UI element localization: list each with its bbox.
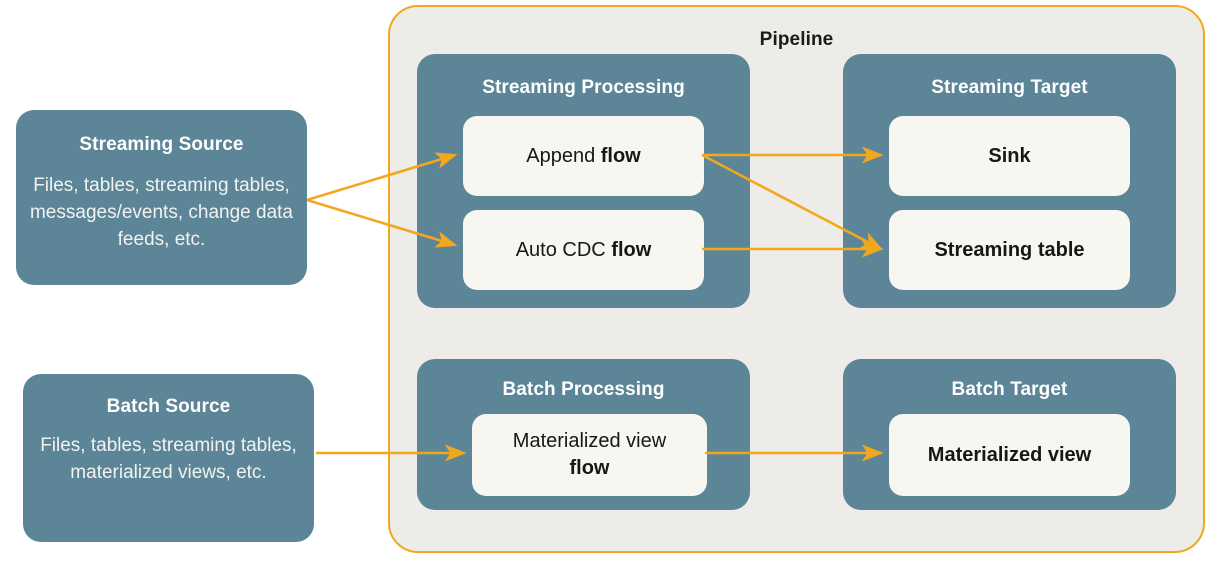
card-streaming-table[interactable]: Streaming table — [889, 210, 1130, 290]
streaming-target-panel: Streaming Target Sink Streaming table — [843, 54, 1176, 308]
card-materialized-view-target[interactable]: Materialized view — [889, 414, 1130, 496]
batch-source-box: Batch Source Files, tables, streaming ta… — [23, 374, 314, 542]
batch-target-panel: Batch Target Materialized view — [843, 359, 1176, 510]
streaming-source-box: Streaming Source Files, tables, streamin… — [16, 110, 307, 285]
streaming-target-title: Streaming Target — [931, 77, 1088, 98]
card-auto-cdc-flow[interactable]: Auto CDC flow — [463, 210, 704, 290]
pipeline-container: Pipeline Streaming Processing Append flo… — [388, 5, 1205, 553]
card-streaming-table-label: Streaming table — [934, 238, 1085, 261]
streaming-processing-title: Streaming Processing — [482, 77, 685, 98]
streaming-source-body: Files, tables, streaming tables, message… — [29, 175, 293, 250]
streaming-source-title: Streaming Source — [79, 134, 244, 155]
card-append-flow[interactable]: Append flow — [463, 116, 704, 196]
streaming-processing-panel: Streaming Processing Append flow Auto CD… — [417, 54, 750, 308]
card-materialized-view-target-label: Materialized view — [927, 443, 1092, 466]
batch-source-title: Batch Source — [106, 396, 231, 417]
card-append-flow-label: Append flow — [526, 144, 641, 167]
batch-source-body: Files, tables, streaming tables, materia… — [40, 435, 297, 483]
card-sink[interactable]: Sink — [889, 116, 1130, 196]
card-auto-cdc-flow-label: Auto CDC flow — [515, 238, 652, 261]
card-sink-label: Sink — [988, 144, 1031, 167]
batch-processing-title: Batch Processing — [502, 379, 665, 400]
pipeline-title: Pipeline — [759, 29, 834, 50]
batch-target-title: Batch Target — [951, 379, 1068, 400]
